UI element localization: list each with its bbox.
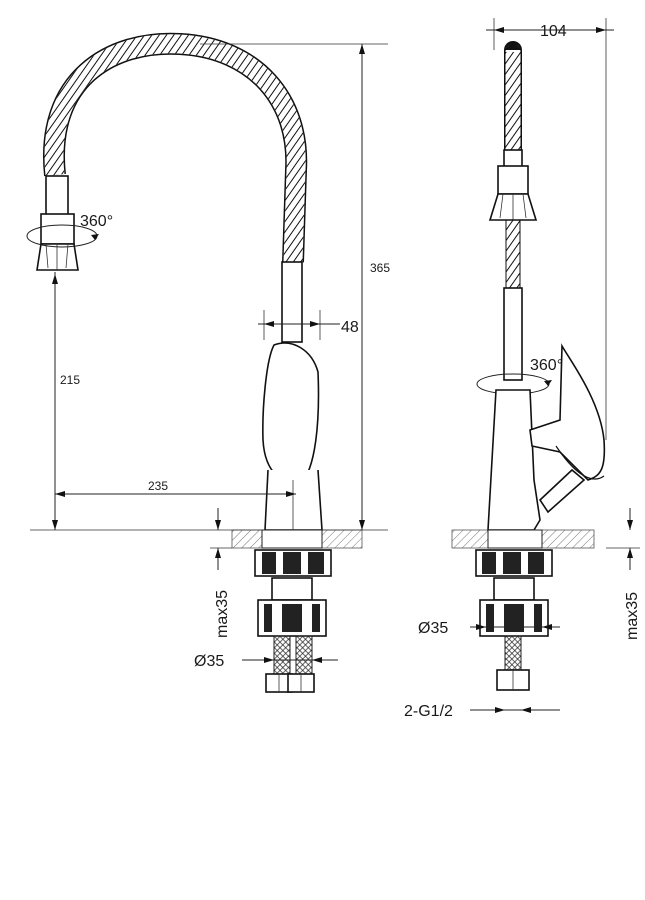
side-rotation-label: 360°	[530, 357, 563, 374]
spray-head	[36, 175, 79, 271]
hose-right	[295, 635, 313, 677]
side-hose	[504, 635, 522, 673]
side-base-diameter-label: Ø35	[418, 620, 448, 637]
lever-handle	[262, 342, 320, 485]
faucet-body	[264, 469, 323, 531]
side-max-depth-label: max35	[624, 592, 641, 640]
flexible-spout	[42, 32, 308, 263]
height-total-label: 365	[370, 261, 390, 275]
spout-height-label: 215	[60, 373, 80, 387]
side-neck-tube	[503, 287, 523, 381]
front-view: 360° 365 215	[26, 32, 390, 693]
rotation-label: 360°	[80, 213, 113, 230]
max-depth-label: max35	[214, 590, 231, 638]
base-diameter-label: Ø35	[194, 653, 224, 670]
thread-label: 2-G1/2	[404, 703, 453, 720]
overall-width-label: 104	[540, 23, 567, 40]
neck-tube	[281, 261, 303, 343]
side-view: 360° 104 Ø35 max35	[404, 18, 641, 720]
side-spray-head	[488, 149, 538, 221]
reach-label: 235	[148, 479, 168, 493]
body-width-label: 48	[341, 319, 359, 336]
side-faucet-body	[487, 389, 541, 531]
hose-left	[273, 635, 291, 677]
